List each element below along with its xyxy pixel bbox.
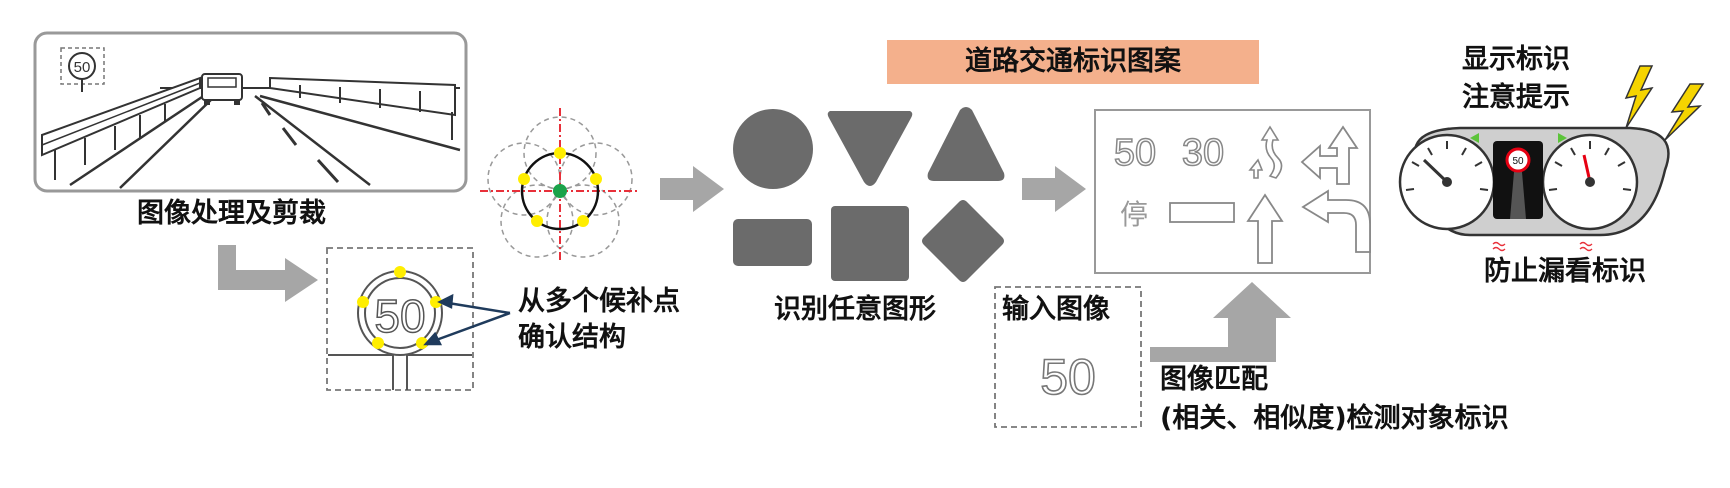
matching-arrow [1150,282,1291,362]
shape-rectangle [733,219,812,266]
alert-lightning-icon [1624,65,1654,129]
matching-label-1: 图像匹配 [1160,364,1268,395]
sign-patterns-box: 50 30 停 [1094,109,1371,274]
alert-lightning-icon [1664,83,1705,141]
pattern-up-arrow-icon [1246,193,1284,264]
input-sign-label: 50 [1040,349,1096,405]
shape-triangle [927,107,1005,181]
generic-shapes [733,107,1005,282]
arrow-to-shapes [660,166,724,212]
pattern-speed-50: 50 [1114,132,1156,174]
pattern-speed-30: 30 [1182,132,1224,174]
pattern-winding-arrow-icon [1248,125,1283,179]
road-scene-panel: 50 [33,31,468,193]
prevent-missing-label: 防止漏看标识 [1484,256,1646,287]
shape-inverted-triangle [827,111,913,186]
shape-square [831,206,909,281]
car-icon [201,73,243,105]
pattern-bar-icon [1169,202,1235,223]
display-label-1: 显示标识 [1462,44,1570,75]
dashboard-cluster: 50 [1398,65,1705,252]
recognize-shapes-label: 识别任意图形 [774,294,936,325]
pattern-left-turn-arrow-icon [1301,189,1371,253]
dashboard-sign-label: 50 [1512,156,1524,167]
crop-arrow [218,245,318,302]
candidate-circles [480,108,640,262]
pattern-straight-left-arrow-icon [1300,125,1359,185]
matching-label-2: (相关、相似度)检测对象标识 [1160,403,1509,434]
shape-circle [733,109,813,189]
sign-patterns-header: 道路交通标识图案 [887,40,1259,84]
scene-sign-icon: 50 [60,47,105,92]
input-image-label: 输入图像 [1002,294,1110,325]
scene-sign-label: 50 [74,59,91,76]
cropped-sign-label: 50 [374,290,425,342]
cropped-sign: 50 [326,247,511,391]
pattern-stop: 停 [1120,198,1148,231]
confirm-structure-label-1: 从多个候补点 [518,286,680,317]
input-image-box: 50 [994,286,1142,428]
shape-diamond [922,200,1004,282]
image-processing-label: 图像处理及剪裁 [137,198,326,229]
display-label-2: 注意提示 [1462,82,1570,113]
confirm-structure-label-2: 确认结构 [518,322,626,353]
arrow-to-patterns [1022,166,1086,212]
